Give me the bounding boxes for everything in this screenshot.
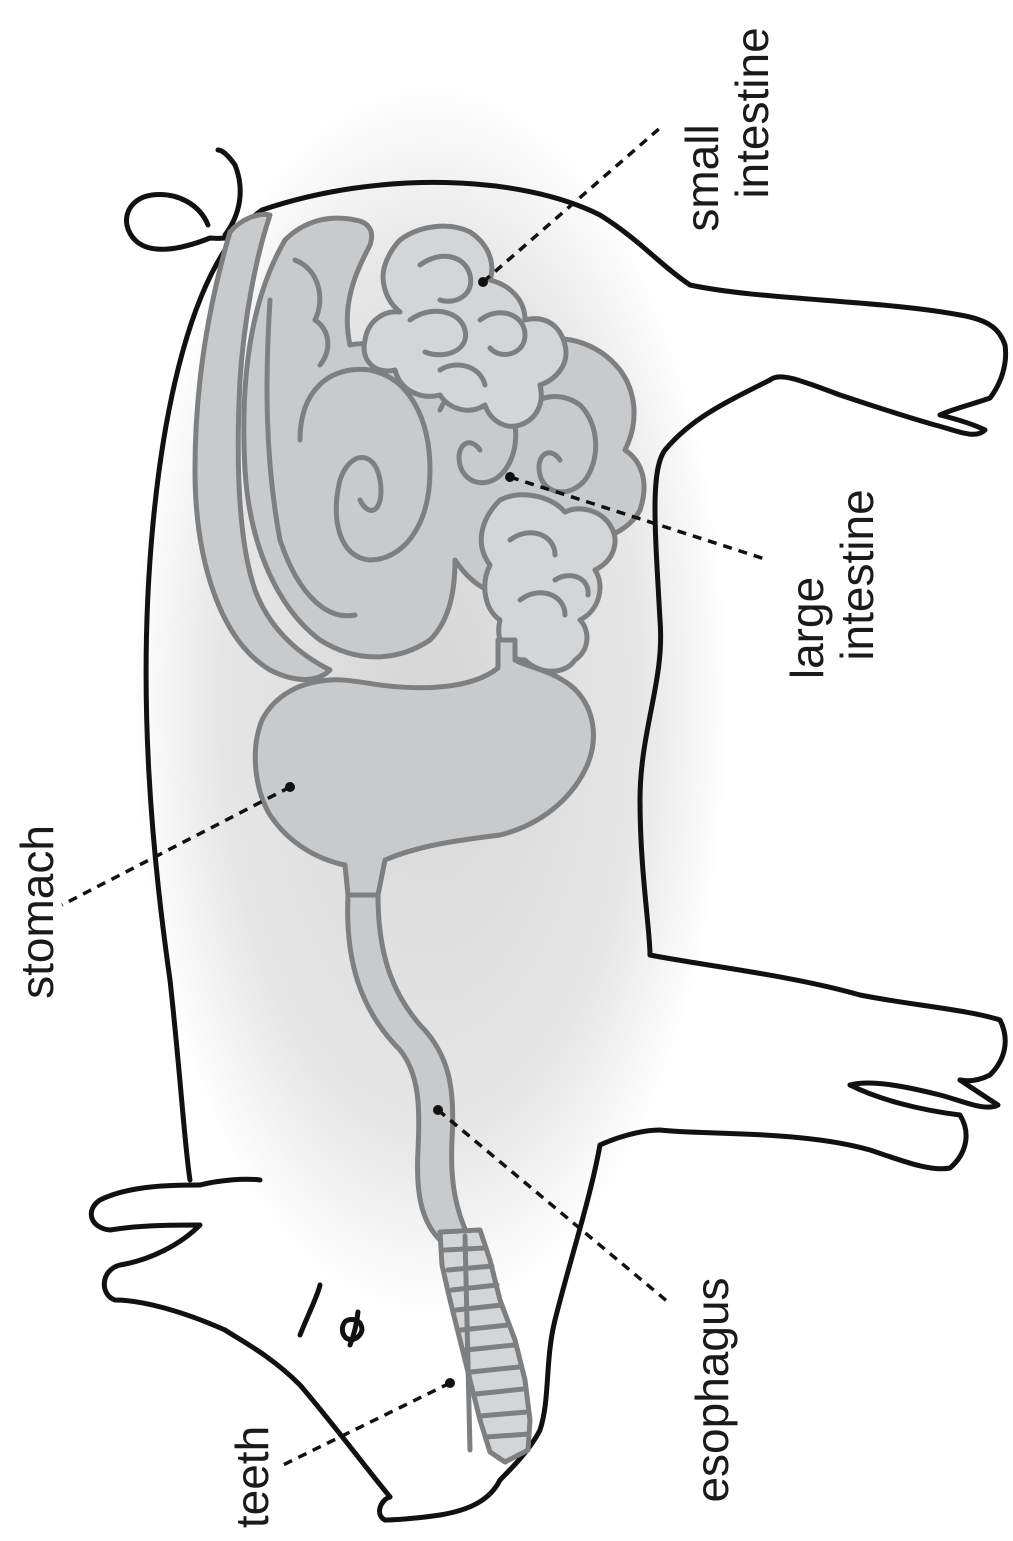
label-stomach: stomach	[11, 825, 63, 999]
large-intestine-dot	[505, 472, 515, 482]
label-large-intestine-line1: large	[781, 577, 833, 679]
label-large-intestine-line2: intestine	[831, 489, 883, 660]
stomach-dot	[285, 782, 295, 792]
label-esophagus: esophagus	[686, 1277, 738, 1502]
pig-eye	[342, 1312, 362, 1345]
rear-leg-upper	[940, 315, 1006, 415]
pig-snout	[380, 1480, 500, 1520]
esophagus-dot	[433, 1105, 443, 1115]
label-small-intestine-line2: intestine	[726, 27, 778, 198]
front-leg-upper	[650, 955, 1005, 1081]
pig-cheek	[300, 1285, 320, 1335]
label-teeth: teeth	[226, 1426, 278, 1528]
small-intestine-dot	[478, 277, 488, 287]
rear-hoof	[770, 377, 985, 434]
teeth-dot	[445, 1378, 455, 1388]
pig-ear	[91, 1185, 225, 1330]
label-small-intestine-line1: small	[676, 124, 728, 231]
